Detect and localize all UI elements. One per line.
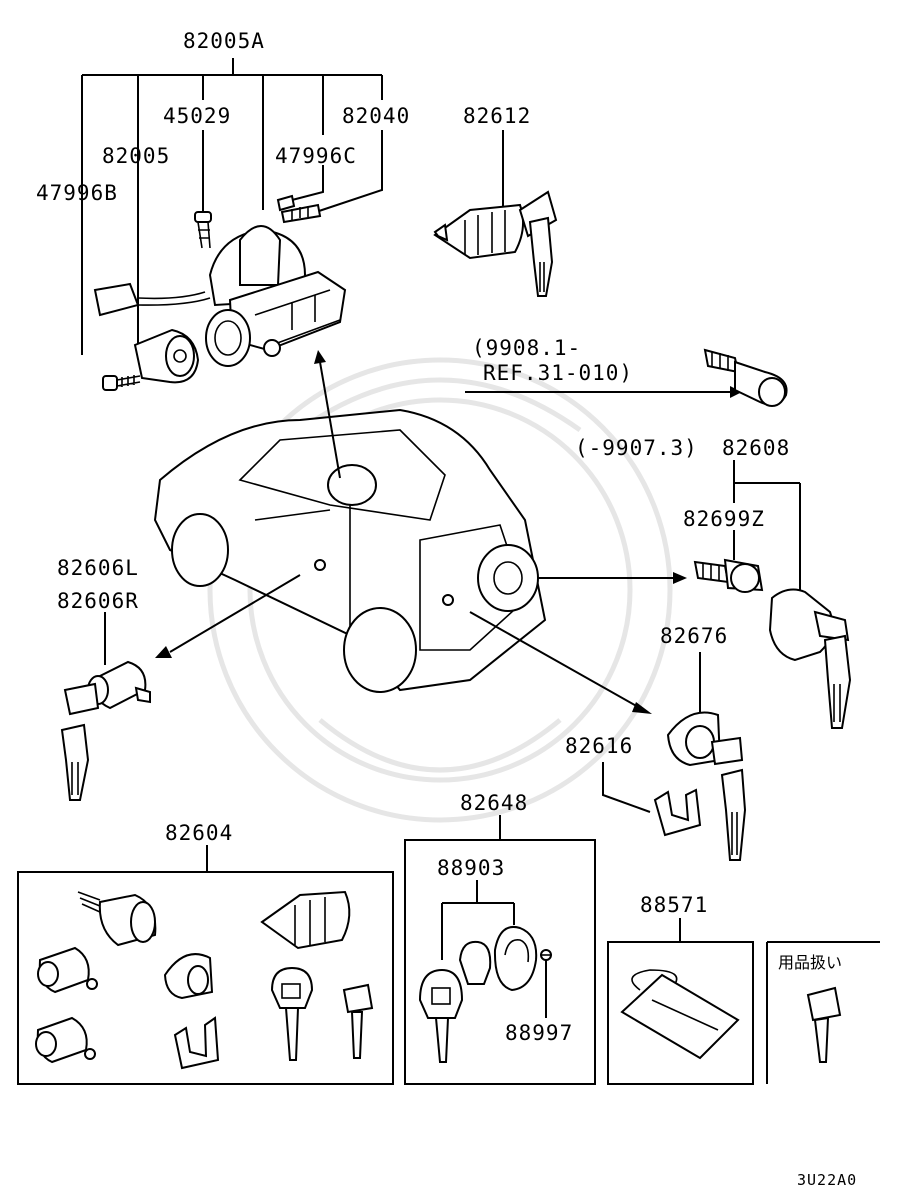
label-82699Z: 82699Z xyxy=(683,507,765,531)
leader-82616 xyxy=(602,762,651,813)
label-accessory-note: 用品扱い xyxy=(778,953,842,972)
label-range-9907: (-9907.3) xyxy=(575,436,698,460)
key-plate-tag xyxy=(620,969,740,1060)
kit-cylinder-round xyxy=(163,953,214,1000)
key-88903 xyxy=(418,968,464,1063)
reference-callout xyxy=(465,348,788,407)
glovebox-lock-group xyxy=(602,652,747,861)
lock-cylinder-82612-group xyxy=(433,130,558,297)
label-88997: 88997 xyxy=(505,1021,573,1045)
rear-wheel xyxy=(343,607,417,693)
ref-part-cylinder xyxy=(703,348,788,407)
clip-82616 xyxy=(653,788,702,837)
label-82040: 82040 xyxy=(342,104,410,128)
label-47996C: 47996C xyxy=(275,144,357,168)
leader-47996C xyxy=(291,100,324,201)
diagram-code: 3U22A0 xyxy=(797,1171,857,1187)
box-82648-frame xyxy=(404,839,596,1085)
key-head-cover xyxy=(493,926,538,992)
screw-45029 xyxy=(194,211,212,249)
ignition-switch-body xyxy=(93,225,347,367)
label-88903: 88903 xyxy=(437,856,505,880)
label-ref-line1: (9908.1- xyxy=(472,336,581,360)
door-lock-group xyxy=(60,612,151,801)
screw-82040 xyxy=(280,203,322,224)
label-82608: 82608 xyxy=(722,436,790,460)
leader-82005A xyxy=(81,58,383,355)
label-82604: 82604 xyxy=(165,821,233,845)
kit-master-key xyxy=(270,966,314,1061)
lock-82676 xyxy=(666,711,747,861)
connector-plug xyxy=(93,282,140,317)
box-82648 xyxy=(404,815,596,1085)
screw-47996C xyxy=(276,194,296,212)
accessory-key xyxy=(806,986,842,1063)
kit-clip xyxy=(173,1016,220,1070)
leader-82608 xyxy=(733,460,801,590)
front-wheel xyxy=(171,513,229,587)
arrow-head xyxy=(730,386,742,398)
box-accessory xyxy=(766,941,880,1084)
steering-wheel xyxy=(327,464,377,506)
label-82612: 82612 xyxy=(463,104,531,128)
label-82606L: 82606L xyxy=(57,556,139,580)
label-82005: 82005 xyxy=(102,144,170,168)
key-head-insert xyxy=(458,940,492,985)
ignition-switch-group xyxy=(81,58,383,391)
box-88571 xyxy=(607,918,754,1085)
kit-sub-key xyxy=(342,983,374,1059)
box-88571-frame xyxy=(607,941,754,1085)
door-lock-cylinder xyxy=(60,660,151,801)
label-88571: 88571 xyxy=(640,893,708,917)
label-82616: 82616 xyxy=(565,734,633,758)
label-ref-line2: REF.31-010) xyxy=(483,361,633,385)
lock-cylinder-82612 xyxy=(433,190,558,297)
label-82648: 82648 xyxy=(460,791,528,815)
label-47996B: 47996B xyxy=(36,181,118,205)
location-arrows xyxy=(155,350,687,714)
leader-82040 xyxy=(315,130,383,213)
screw-88997 xyxy=(540,949,552,961)
kit-cylinder-long xyxy=(77,891,157,947)
leader-88903 xyxy=(441,880,515,960)
lock-cylinder-82608 xyxy=(768,588,852,729)
kit-ignition-cylinder xyxy=(260,890,351,950)
kit-door-lock-2 xyxy=(35,1016,96,1064)
label-82606R: 82606R xyxy=(57,589,139,613)
tailgate-lock-group xyxy=(693,460,852,729)
key-cylinder-82005 xyxy=(133,328,200,384)
screw-47996B xyxy=(102,375,141,391)
lock-82699Z xyxy=(693,558,764,593)
box-82604 xyxy=(17,845,394,1085)
kit-door-lock-1 xyxy=(37,946,98,994)
label-82005A: 82005A xyxy=(183,29,265,53)
label-82676: 82676 xyxy=(660,624,728,648)
label-45029: 45029 xyxy=(163,104,231,128)
box-accessory-frame xyxy=(766,941,880,1084)
spare-tire xyxy=(477,544,539,612)
box-82604-frame xyxy=(17,871,394,1085)
vehicle-illustration xyxy=(153,408,547,693)
watermark-emblem xyxy=(207,357,673,823)
